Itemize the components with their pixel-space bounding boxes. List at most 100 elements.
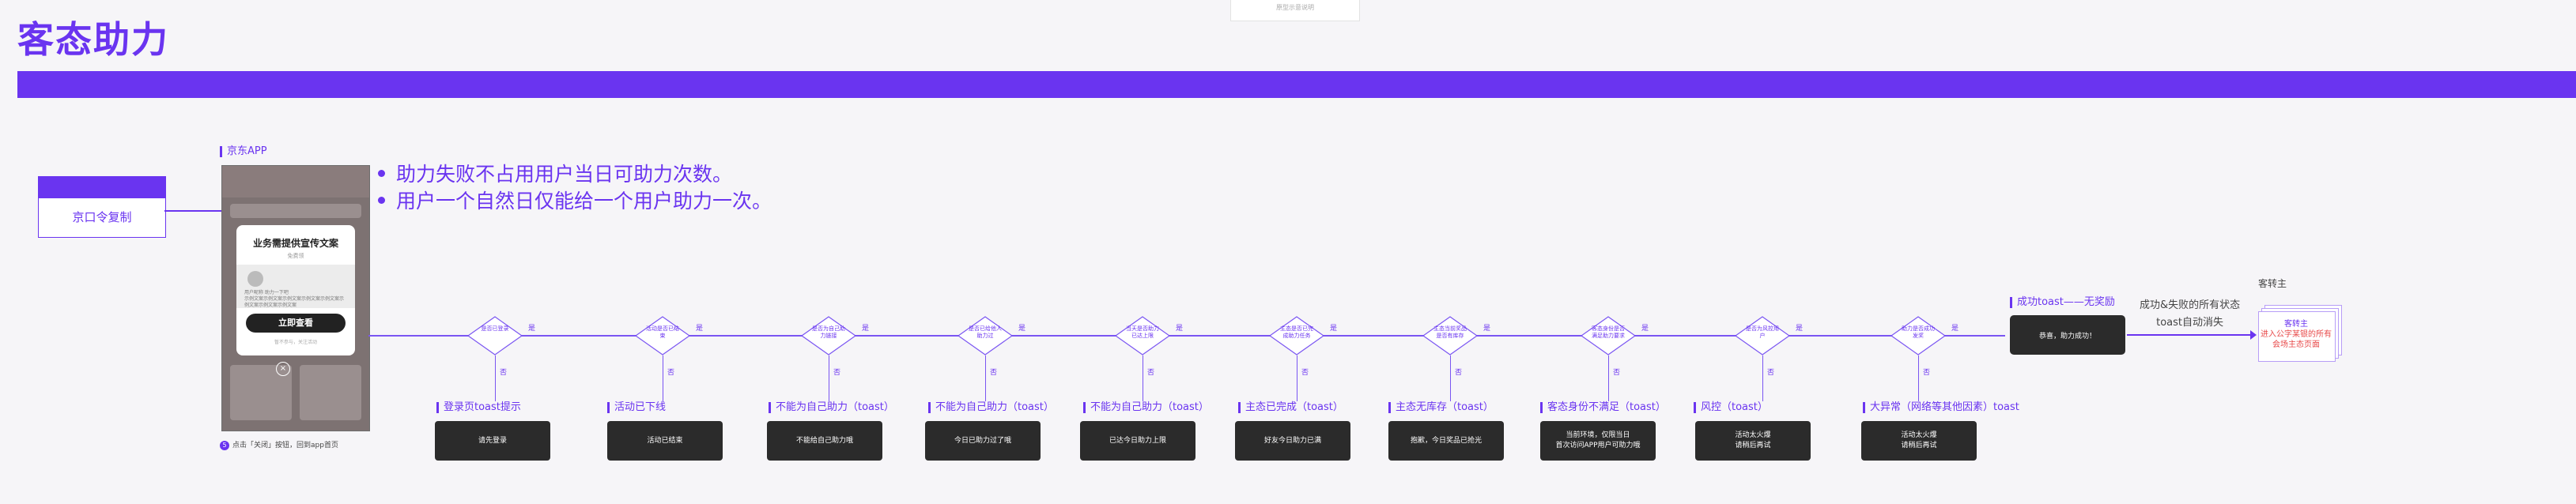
toast-message: 抱歉，今日奖品已抢光 [1388, 421, 1504, 461]
decision-diamond: 是否已登录 [467, 316, 523, 355]
phone-search-bar [230, 204, 361, 218]
branch-connector [495, 355, 496, 401]
yes-label: 是 [1330, 325, 1338, 333]
toast-message: 好友今日助力已满 [1235, 421, 1350, 461]
result-label: 风控（toast） [1694, 402, 1768, 413]
app-tag: 京东APP [220, 146, 267, 157]
decision-diamond: 客态身份是否满足助力要求 [1581, 316, 1636, 355]
decision-text: 是否已登录 [481, 325, 509, 332]
phone-statusbar [222, 166, 369, 197]
decision-text: 是否为风控用户 [1746, 325, 1779, 339]
decision-text: 是否已给他人助力过 [969, 325, 1002, 339]
yes-label: 是 [1483, 325, 1491, 333]
rules-list: 助力失败不占用用户当日可助力次数。 用户一个自然日仅能给一个用户助力一次。 [378, 161, 772, 215]
branch-connector [1918, 355, 1919, 401]
result-label: 不能为自己助力（toast） [1083, 402, 1209, 413]
source-node-header [39, 177, 165, 198]
result-label: 客态身份不满足（toast） [1540, 402, 1666, 413]
toast-message: 当前环境，仅限当日 首次访问APP用户可助力哦 [1540, 421, 1656, 461]
modal-text: 用户昵称 助力一下吧 示例文案示例文案示例文案示例文案示例文案示例文案示例文案示… [244, 290, 345, 308]
no-label: 否 [1455, 369, 1463, 377]
success-toast: 恭喜，助力成功！ [2010, 315, 2125, 355]
arrow-head-icon [2250, 330, 2257, 340]
page-title: 客态助力 [17, 18, 169, 61]
success-label: 成功toast——无奖励 [2010, 297, 2115, 308]
view-now-button[interactable]: 立即查看 [246, 314, 346, 333]
decision-diamond: 当天是否助力已达上限 [1115, 316, 1170, 355]
yes-label: 是 [1176, 325, 1184, 333]
decision-text: 客态身份是否满足助力要求 [1592, 325, 1625, 339]
header-bar [17, 71, 2576, 98]
rule-item: 用户一个自然日仅能给一个用户助力一次。 [378, 188, 772, 215]
result-label: 登录页toast提示 [436, 402, 521, 413]
yes-label: 是 [1796, 325, 1804, 333]
flow-main-line [368, 335, 2005, 337]
end-card [2258, 311, 2336, 362]
bullet-icon [378, 196, 385, 204]
decision-text: 助力是否成功发奖 [1902, 325, 1935, 339]
decision-diamond: 助力是否成功发奖 [1890, 316, 1946, 355]
result-label: 大异常（网络等其他因素）toast [1863, 402, 2019, 413]
result-label: 不能为自己助力（toast） [769, 402, 894, 413]
decision-diamond: 是否为自己助力链接 [801, 316, 856, 355]
branch-connector [1608, 355, 1609, 401]
result-label: 活动已下线 [607, 402, 666, 413]
yes-label: 是 [528, 325, 536, 333]
no-label: 否 [1767, 369, 1775, 377]
decision-text: 活动是否已结束 [646, 325, 679, 339]
decision-diamond: 主态是否已完成助力任务 [1269, 316, 1324, 355]
toast-message: 活动太火爆 请稍后再试 [1861, 421, 1977, 461]
source-node: 京口令复制 [38, 176, 166, 238]
no-label: 否 [1147, 369, 1155, 377]
yes-label: 是 [1018, 325, 1026, 333]
close-icon[interactable]: × [276, 362, 290, 376]
yes-label: 是 [862, 325, 870, 333]
phone-note-text: 点击「关闭」按钮，回到app首页 [232, 442, 338, 449]
decision-text: 是否为自己助力链接 [812, 325, 845, 339]
skip-link[interactable]: 暂不参与，关注活动 [274, 340, 317, 345]
branch-connector [1762, 355, 1763, 401]
top-note: 原型示意说明 [1230, 0, 1360, 21]
phone-screenshot: 业务需提供宣传文案 免费领 用户昵称 助力一下吧 示例文案示例文案示例文案示例文… [221, 165, 370, 431]
decision-text: 主态是否已完成助力任务 [1280, 325, 1313, 339]
no-label: 否 [833, 369, 841, 377]
modal-subtitle: 免费领 [287, 253, 304, 259]
decision-text: 当天是否助力已达上限 [1126, 325, 1159, 339]
yes-label: 是 [1951, 325, 1959, 333]
avatar [247, 271, 263, 287]
no-label: 否 [990, 369, 998, 377]
yes-label: 是 [696, 325, 704, 333]
source-connector [164, 210, 221, 212]
state-note: 成功&失败的所有状态 toast自动消失 [2140, 299, 2241, 329]
decision-diamond: 是否为风控用户 [1735, 316, 1790, 355]
decision-diamond: 活动是否已结束 [635, 316, 690, 355]
no-label: 否 [500, 369, 508, 377]
toast-message: 请先登录 [435, 421, 550, 461]
no-label: 否 [1923, 369, 1931, 377]
toast-message: 不能给自己助力哦 [767, 421, 882, 461]
end-card-text: 客转主 进入公字某银的所有 会场主态页面 [2261, 320, 2332, 349]
decision-text: 主态当前奖品是否有库存 [1433, 325, 1467, 339]
branch-connector [985, 355, 986, 401]
decision-diamond: 主态当前奖品是否有库存 [1422, 316, 1478, 355]
no-label: 否 [1301, 369, 1309, 377]
phone-tile-right [300, 365, 361, 420]
result-label: 不能为自己助力（toast） [928, 402, 1054, 413]
toast-message: 已达今日助力上限 [1080, 421, 1195, 461]
bullet-icon [378, 169, 385, 177]
yes-label: 是 [1641, 325, 1649, 333]
modal-title: 业务需提供宣传文案 [252, 238, 338, 249]
branch-connector [1450, 355, 1451, 401]
no-label: 否 [1613, 369, 1621, 377]
note-number-badge: 5 [220, 441, 229, 450]
end-label: 客转主 [2258, 278, 2287, 289]
promo-modal: 业务需提供宣传文案 免费领 用户昵称 助力一下吧 示例文案示例文案示例文案示例文… [236, 225, 355, 355]
source-node-label: 京口令复制 [72, 210, 132, 224]
toast-message: 今日已助力过了哦 [925, 421, 1041, 461]
decision-diamond: 是否已给他人助力过 [958, 316, 1013, 355]
result-label: 主态无库存（toast） [1388, 402, 1494, 413]
toast-message: 活动已结束 [607, 421, 723, 461]
end-connector [2127, 334, 2253, 336]
no-label: 否 [667, 369, 675, 377]
